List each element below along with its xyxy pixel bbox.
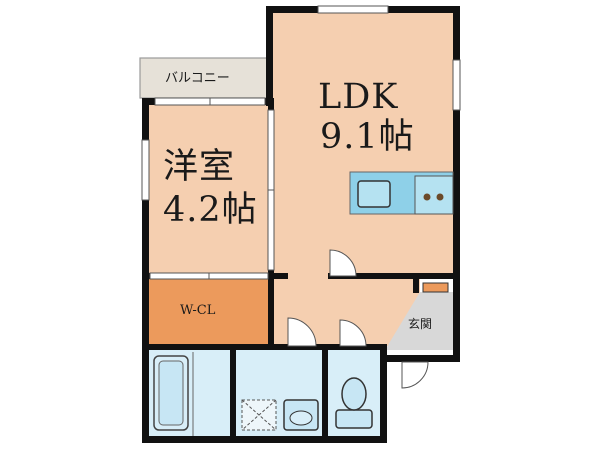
balcony-label: バルコニー [165, 71, 230, 86]
ldk-label: LDK [318, 77, 399, 117]
windows [141, 5, 461, 201]
swing-doors [287, 249, 429, 389]
entrance-label: 玄関 [408, 317, 433, 331]
stove-icon [414, 175, 454, 215]
vanity-basin [289, 410, 313, 426]
sliding-doors [149, 97, 275, 280]
bathtub-inner [158, 360, 184, 426]
entrance-floor [385, 292, 455, 350]
sink-icon [357, 180, 391, 208]
burner-icon [436, 193, 444, 201]
shoe-cabinet [422, 282, 449, 293]
ldk-floor [270, 10, 455, 278]
washing-machine-icon [241, 399, 277, 431]
western-room-label: 洋室 [163, 147, 236, 187]
walk-in-closet-floor [148, 278, 272, 346]
toilet-tank-icon [335, 409, 373, 429]
walk-in-closet-label: W-CL [180, 303, 216, 318]
western-room-floor [148, 100, 274, 275]
western-room-size: 4.2帖 [163, 190, 258, 230]
ldk-size: 9.1帖 [320, 117, 415, 157]
burner-icon [423, 193, 431, 201]
toilet-bowl-icon [341, 377, 367, 411]
